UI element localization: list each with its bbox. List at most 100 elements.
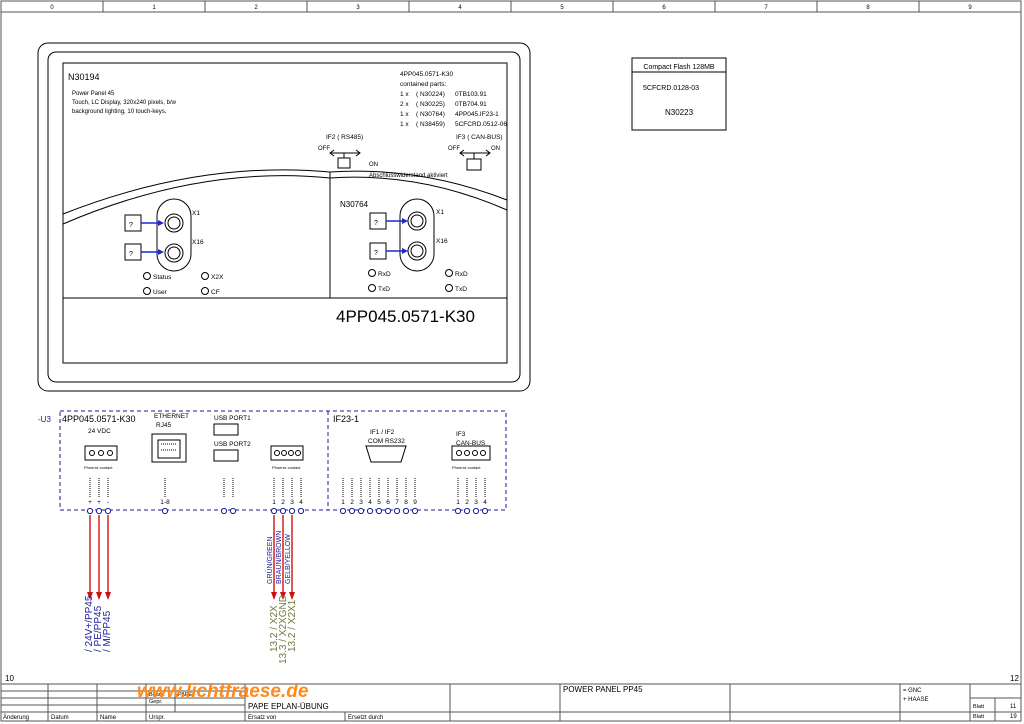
power-pin-terminal (86, 507, 94, 515)
com-pin-terminal (348, 507, 356, 515)
tb-urspr: Urspr. (149, 715, 165, 721)
contained-part: 0TB103.91 (455, 91, 487, 98)
wire-x2x1: 13.2 / X2X1 (287, 599, 298, 652)
panel-model: 4PP045.0571-K30 (336, 307, 475, 326)
panel-desc-3: background lighting, 10 touch-keys, (72, 109, 167, 115)
unknown-marker-1: ? (129, 222, 133, 229)
if3-sch-label: IF3 (456, 431, 466, 438)
power-wires (87, 515, 295, 600)
led-rxd-1: RxD (378, 271, 391, 278)
led-txd-1: TxD (378, 286, 390, 293)
device-tag: -U3 (38, 415, 51, 424)
tb-blatt-label-1: Blatt (973, 704, 984, 710)
led-cf: CF (211, 289, 220, 296)
ruler-label: 5 (560, 5, 564, 11)
if2-off: OFF (318, 146, 330, 152)
com-pin-label: 2 (350, 499, 354, 506)
tb-eq-1: = GNC (903, 688, 922, 694)
contained-sub: contained parts: (400, 81, 446, 88)
wire-m: / M/PP45 (102, 610, 113, 652)
ruler-label: 3 (356, 5, 360, 11)
if3-on: ON (491, 146, 500, 152)
tb-ersatz-von: Ersatz von (248, 715, 276, 721)
wire-24v: / 24V+/PP45 (84, 595, 95, 652)
wire-color-brown: BRAUN/BROWN (276, 531, 283, 584)
panel-desc-1: Power Panel 45 (72, 91, 115, 97)
if2-dip-switch-icon (329, 149, 361, 169)
wire-x2xgnd: 13.3 / X2XGND (278, 595, 289, 664)
power-pin-label: - (107, 499, 109, 506)
tb-name: Name (100, 715, 117, 721)
if2-on: ON (369, 162, 378, 168)
wire-pe: / PE/PP45 (93, 605, 104, 652)
x2x-pin-terminal (297, 507, 305, 515)
com-pin-terminal (402, 507, 410, 515)
rj45-label: RJ45 (156, 422, 172, 429)
contained-ref: ( N30225) (416, 101, 445, 108)
com-pin-terminal (339, 507, 347, 515)
if12-label: IF1 / IF2 (370, 429, 395, 436)
if3-off: OFF (448, 146, 460, 152)
power-pin-terminal (95, 507, 103, 515)
com-pin-label: 9 (413, 499, 417, 506)
can-pin-terminal (472, 507, 480, 515)
contained-ref: ( N38459) (416, 121, 445, 128)
switch-x1-right: X1 (436, 209, 444, 216)
contained-part: 5CFCRD.0512-06 (455, 121, 507, 128)
com-pin-label: 8 (404, 499, 408, 506)
ruler-label: 7 (764, 5, 768, 11)
if2-label: IF2 ( RS485) (326, 134, 363, 141)
switch-x16-right: X16 (436, 238, 448, 245)
x2x-pin-label: 4 (299, 499, 303, 506)
tb-bearb: Bearb. (149, 692, 166, 698)
left-rotary-switches (124, 213, 184, 263)
usb-pin-terminal (229, 507, 237, 515)
ruler-label: 9 (968, 5, 972, 11)
com-pin-terminal (357, 507, 365, 515)
title-block (1, 683, 1021, 721)
panel-desc-2: Touch, LC Display, 320x240 pixels, b/w (72, 100, 177, 106)
tb-eq-2: + HAASE (903, 697, 929, 703)
contained-title: 4PP045.0571-K30 (400, 71, 454, 78)
contained-ref: ( N30764) (416, 111, 445, 118)
led-rxd-2: RxD (455, 271, 468, 278)
termination-label: Abschlusswiderstand aktiviert (369, 173, 448, 179)
ruler-label: 4 (458, 5, 462, 11)
can-pin-terminal (463, 507, 471, 515)
can-pin-label: 3 (474, 499, 478, 506)
contained-part: 0TB704.91 (455, 101, 487, 108)
canbus-label: CAN-BUS (456, 440, 486, 447)
com-pin-terminal (366, 507, 374, 515)
can-pin-label: 4 (483, 499, 487, 506)
ruler-label: 0 (50, 5, 54, 11)
connector-note-2: Phoenix contact (272, 465, 301, 470)
com-pin-label: 3 (359, 499, 363, 506)
compact-flash-box: Compact Flash 128MB 5CFCRD.0128-03 N3022… (631, 57, 727, 131)
x2x-pin-label: 3 (290, 499, 294, 506)
row-number-right: 12 (1010, 674, 1019, 683)
x2x-pin-terminal (288, 507, 296, 515)
if3-label: IF3 ( CAN-BUS) (456, 134, 503, 141)
can-pin-terminal (454, 507, 462, 515)
ethernet-label: ETHERNET (154, 413, 189, 420)
can-pin-label: 2 (465, 499, 469, 506)
connector-note-1: Phoenix contact (84, 465, 113, 470)
switch-x1: X1 (192, 210, 200, 217)
unknown-marker-4: ? (374, 250, 378, 257)
usb1-label: USB PORT1 (214, 415, 251, 422)
tb-gepr: Gepr. (149, 699, 163, 705)
status-leds (143, 269, 453, 295)
tb-title: POWER PANEL PP45 (563, 685, 643, 694)
com-pin-label: 7 (395, 499, 399, 506)
if3-dip-switch-icon (459, 149, 491, 171)
x2x-pin-label: 2 (281, 499, 285, 506)
ruler-label: 1 (152, 5, 156, 11)
can-pin-label: 1 (456, 499, 460, 506)
power-pin-label: + (97, 499, 101, 506)
tb-project: PAPE EPLAN-ÜBUNG (248, 702, 329, 711)
ruler-label: 2 (254, 5, 258, 11)
unknown-marker-3: ? (374, 220, 378, 227)
wire-color-green: GRÜN/GREEN (266, 537, 274, 584)
compact-flash-title: Compact Flash 128MB (643, 64, 715, 71)
